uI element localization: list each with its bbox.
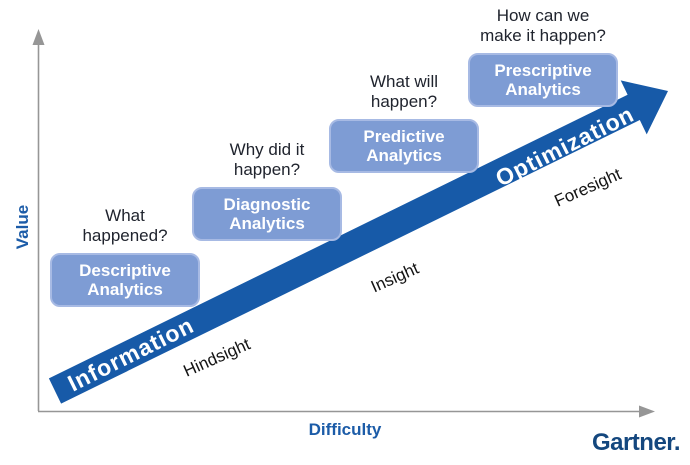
stage-descriptive: What happened? Descriptive Analytics <box>40 206 210 307</box>
y-axis-label: Value <box>13 204 32 250</box>
x-axis-label: Difficulty <box>308 420 382 439</box>
stage-box-predictive: Predictive Analytics <box>329 119 479 173</box>
x-axis-arrowhead-icon <box>639 405 655 418</box>
stage-question: What will happen? <box>369 72 438 111</box>
stage-question: What happened? <box>82 206 168 245</box>
stage-question: Why did it happen? <box>229 140 305 179</box>
stage-question: How can we make it happen? <box>480 6 606 45</box>
gartner-logo: Gartner. <box>591 429 681 456</box>
stage-prescriptive: How can we make it happen? Prescriptive … <box>458 6 628 107</box>
stage-diagnostic: Why did it happen? Diagnostic Analytics <box>182 140 352 241</box>
y-axis-arrowhead-icon <box>32 29 45 45</box>
ascendancy-arrow <box>48 80 668 404</box>
stage-box-descriptive: Descriptive Analytics <box>50 253 200 307</box>
stage-predictive: What will happen? Predictive Analytics <box>319 72 489 173</box>
stage-box-diagnostic: Diagnostic Analytics <box>192 187 342 241</box>
stage-box-prescriptive: Prescriptive Analytics <box>468 53 618 107</box>
